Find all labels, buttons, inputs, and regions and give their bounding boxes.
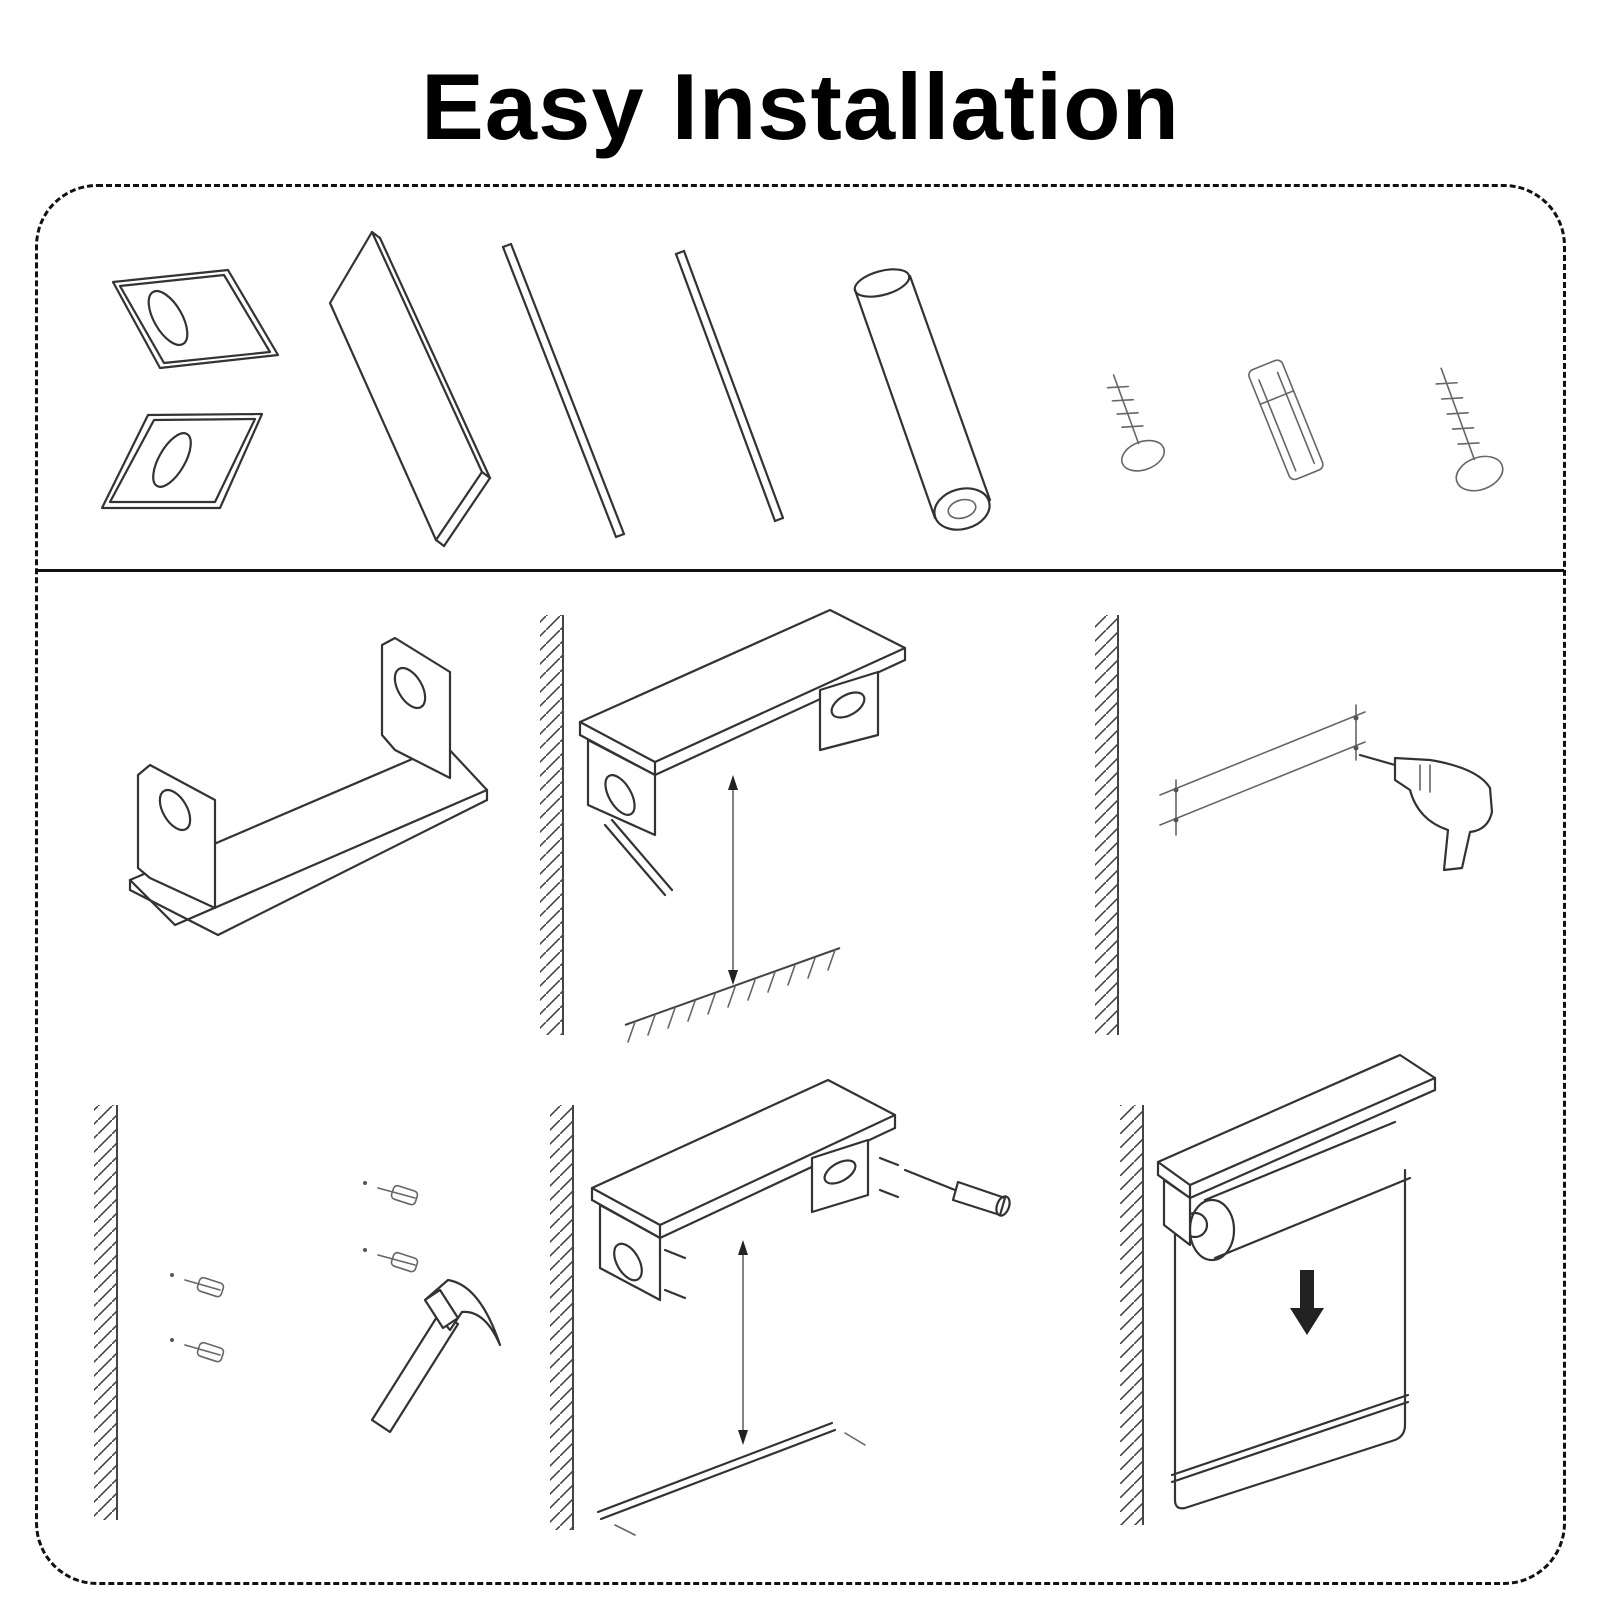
section-divider (37, 569, 1564, 572)
anchor-icon (170, 1338, 225, 1363)
wall-anchor-icon (1248, 359, 1324, 481)
screwdriver-icon (903, 1168, 1011, 1217)
anchor-icon (363, 1248, 419, 1273)
anchor-icon (363, 1181, 419, 1206)
step-measure-height (540, 608, 907, 1043)
headrail-board-icon (328, 230, 492, 548)
dashed-frame (35, 184, 1566, 1585)
rod-2-icon (674, 249, 785, 523)
hammer-icon (370, 1278, 502, 1434)
step-assembled-headrail (128, 636, 489, 937)
screw-1-icon (1106, 374, 1166, 472)
bracket-plate-bottom-icon (100, 412, 264, 510)
step-drill-holes (1095, 615, 1494, 1035)
anchor-icon (170, 1273, 225, 1298)
step-hang-roller-shade (1120, 1053, 1437, 1525)
rod-1-icon (501, 242, 626, 539)
step-mount-headrail (550, 1078, 1011, 1536)
fabric-roll-icon (853, 268, 992, 531)
bracket-plate-top-icon (111, 268, 280, 370)
arrow-down-icon (1290, 1270, 1324, 1335)
screw-2-icon (1435, 367, 1504, 492)
page-title: Easy Installation (421, 54, 1180, 159)
drill-icon (1358, 753, 1494, 872)
step-insert-anchors (94, 1105, 502, 1520)
bottom-rod-icon (596, 1421, 866, 1536)
